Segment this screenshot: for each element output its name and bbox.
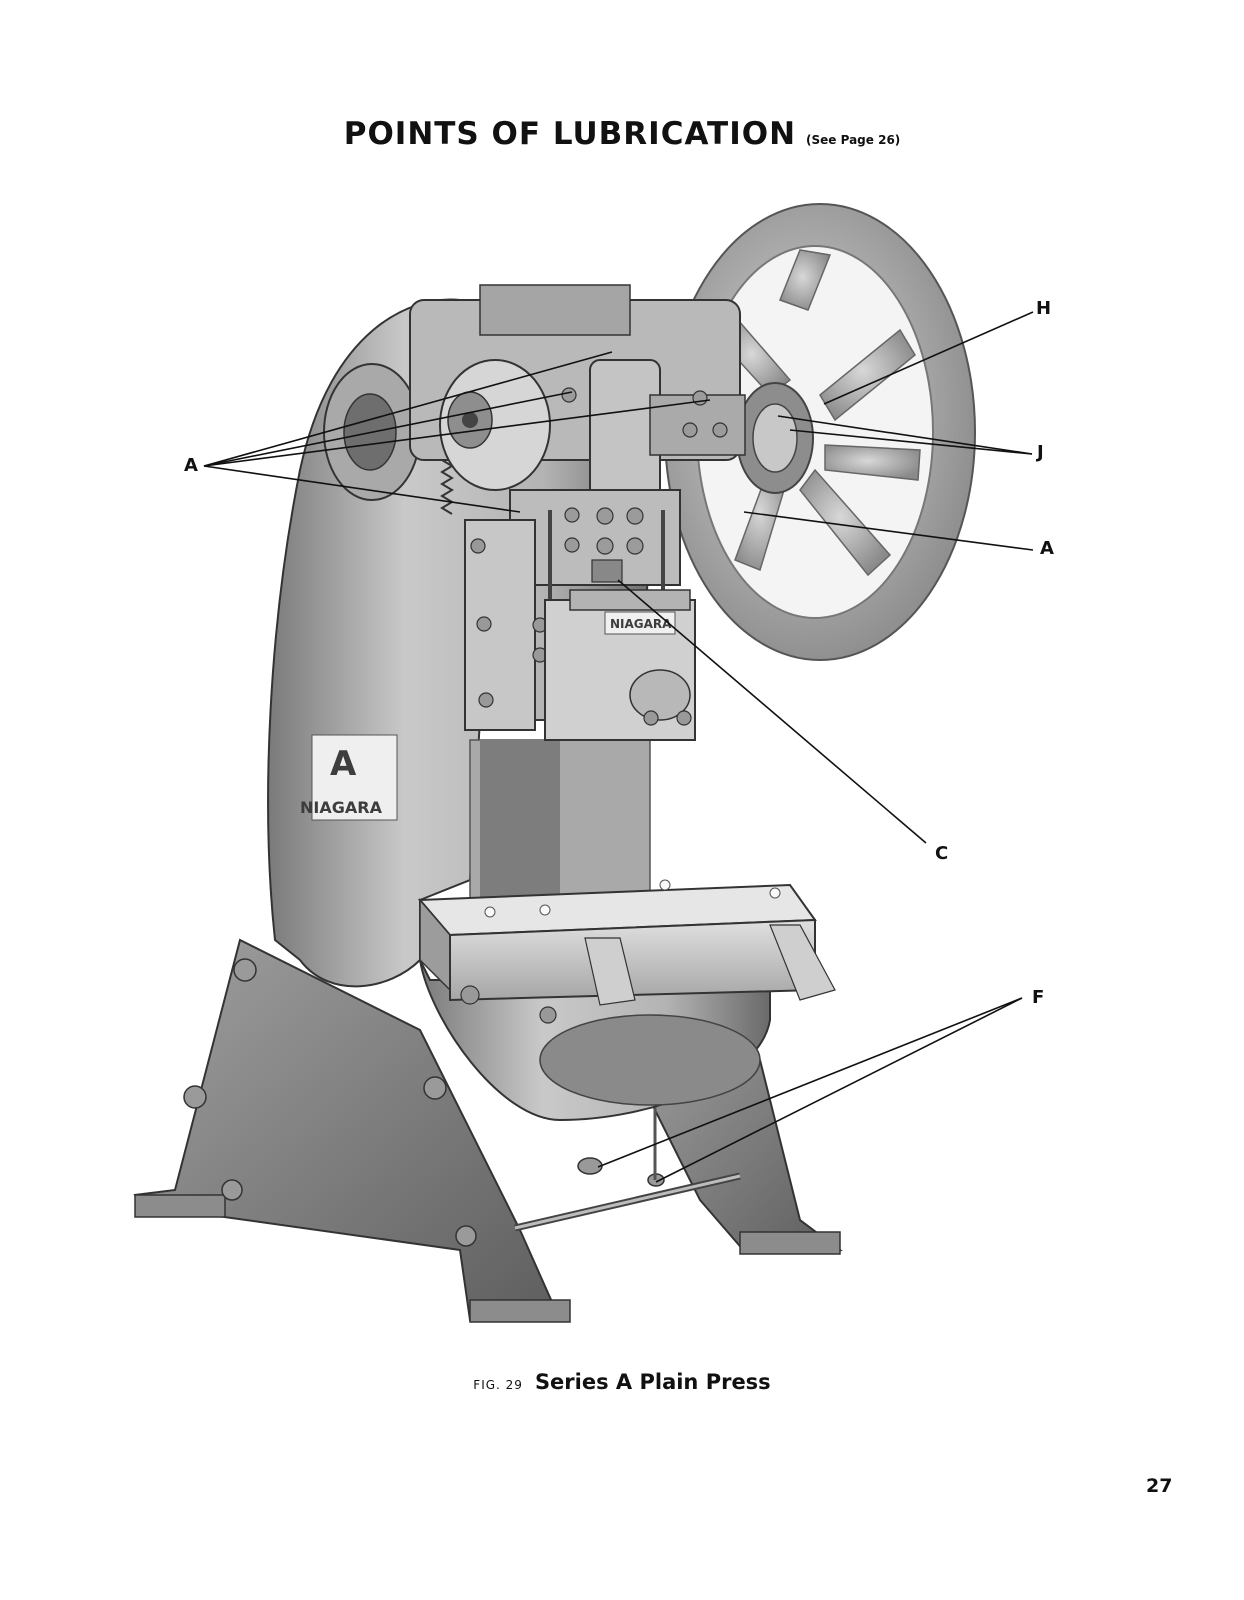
flywheel xyxy=(664,203,976,661)
figure-title: Series A Plain Press xyxy=(534,1370,771,1394)
callout-label-a-right: A xyxy=(1040,538,1054,559)
callout-label-j: J xyxy=(1037,442,1044,463)
bolster-bed xyxy=(417,879,836,1024)
callout-label-c: C xyxy=(935,843,949,864)
page-heading: POINTS OF LUBRICATION (See Page 26) xyxy=(0,116,1244,152)
page-number: 27 xyxy=(1146,1475,1173,1497)
figure-caption: FIG. 29 Series A Plain Press xyxy=(0,1370,1244,1394)
callout-label-f: F xyxy=(1032,987,1045,1008)
nameplate-letter: A xyxy=(330,744,357,784)
figure-number: FIG. 29 xyxy=(473,1378,523,1392)
nameplate-brand: NIAGARA xyxy=(300,798,383,817)
callout-label-a-left: A xyxy=(184,455,198,476)
press-base xyxy=(133,938,843,1323)
ram-plate-brand: NIAGARA xyxy=(610,617,672,631)
heading-title: POINTS OF LUBRICATION xyxy=(343,116,797,152)
heading-reference: (See Page 26) xyxy=(806,133,901,147)
callout-leaders xyxy=(203,311,1034,1183)
ram-slide: NIAGARA xyxy=(464,519,696,741)
callout-label-h: H xyxy=(1036,298,1052,319)
